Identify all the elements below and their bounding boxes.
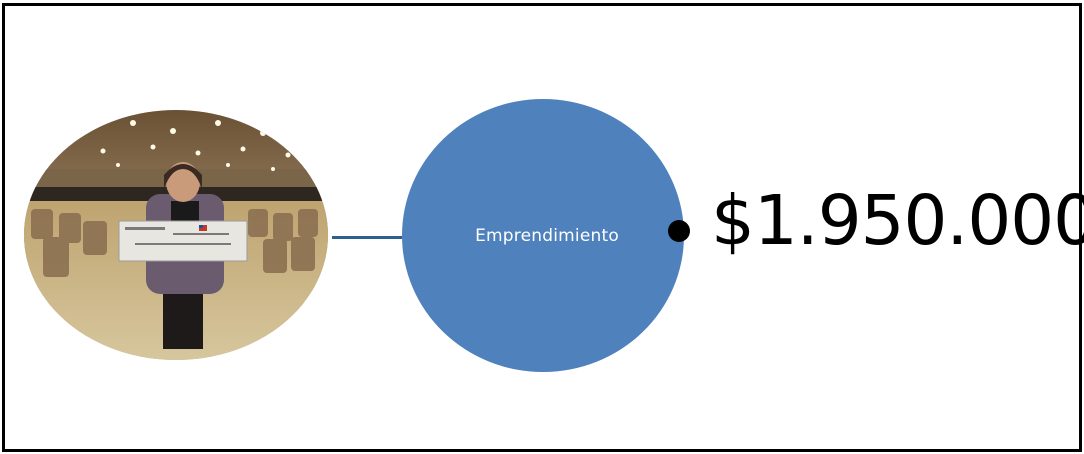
connector-line [332,236,402,239]
connector-dot [668,220,690,242]
node-label: Emprendimiento [475,225,619,246]
award-photo [24,110,328,360]
amount-value: $1.950.000 [711,181,1084,261]
emprendimiento-node: Emprendimiento [402,99,684,372]
diagram-frame: Emprendimiento $1.950.000 [2,3,1084,452]
